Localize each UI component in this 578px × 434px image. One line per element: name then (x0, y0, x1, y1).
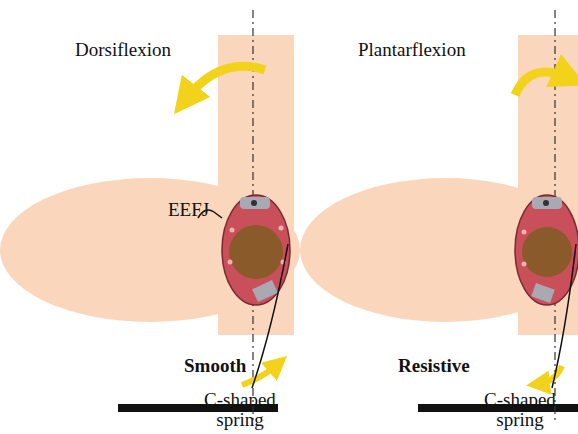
right-foot (300, 10, 578, 424)
state-label: Smooth (184, 356, 246, 376)
state-label: Resistive (398, 356, 470, 376)
motion-label: Dorsiflexion (75, 40, 171, 60)
part-label: EEFJ (168, 200, 209, 220)
motion-label: Plantarflexion (358, 40, 466, 60)
part-label: C-shaped spring (192, 390, 288, 430)
part-label: C-shaped spring (472, 390, 568, 430)
left-foot (0, 10, 300, 424)
